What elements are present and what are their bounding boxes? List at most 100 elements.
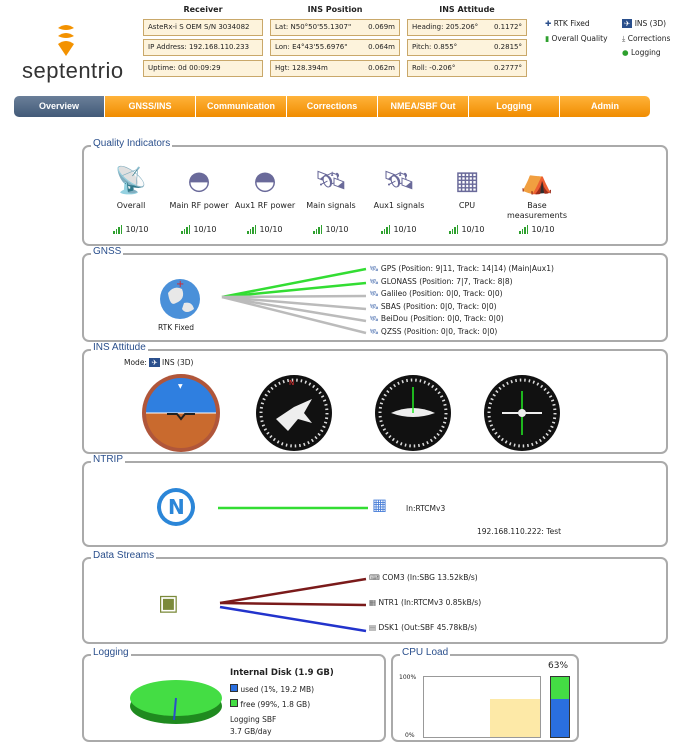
quality-score: 10/10: [232, 225, 298, 234]
disk-free-label: free (99%, 1.8 GB): [240, 700, 311, 709]
cpu-axis-max: 100%: [399, 674, 417, 681]
gnss-status: RTK Fixed: [158, 323, 194, 332]
quality-label: Main RF power: [169, 201, 229, 210]
network-icon: ▦: [372, 495, 388, 514]
cpu-fill: [490, 699, 540, 737]
stream-item[interactable]: ⌨ COM3 (In:SBG 13.52kB/s): [369, 573, 478, 582]
heading-value: Heading: 205.206°: [412, 23, 479, 31]
disk-usage-pie: [130, 680, 222, 724]
septentrio-logo-icon: [58, 25, 74, 56]
svg-text:N: N: [168, 495, 185, 519]
cpu-percent: 63%: [548, 661, 569, 671]
antenna-aux-icon: ◓: [253, 166, 277, 196]
quality-score: 10/10: [298, 225, 364, 234]
quality-score: 10/10: [98, 225, 164, 234]
quality-label: CPU: [458, 201, 476, 210]
quality-label: Base measurements: [507, 201, 567, 220]
log-type: Logging SBF: [230, 715, 277, 724]
cpu-chart: [423, 676, 541, 738]
stream-item[interactable]: ▤ DSK1 (Out:SBF 45.78kB/s): [369, 623, 477, 632]
satellite-icon: 🛰: [369, 326, 379, 336]
constellation-label: Galileo (Position: 0|0, Track: 0|0): [380, 289, 503, 298]
cpu-panel: CPU Load 100% 0% 63%: [391, 647, 579, 742]
stream-item[interactable]: ▦ NTR1 (In:RTCMv3 0.85kB/s): [369, 598, 481, 607]
disk-free: free (99%, 1.8 GB): [230, 699, 310, 709]
constellation-item[interactable]: 🛰 BeiDou (Position: 0|0, Track: 0|0): [369, 314, 504, 323]
roll-value: Roll: -0.206°: [412, 64, 456, 72]
streams-panel: Data Streams ▣ ⌨ COM3 (In:SBG 13.52kB/s)…: [82, 550, 668, 644]
quality-score: 10/10: [366, 225, 432, 234]
tab-gnss-ins[interactable]: GNSS/INS: [105, 96, 196, 117]
signal-bars-icon: [113, 225, 123, 234]
quality-panel: Quality Indicators 📡 Overall 10/10 ◓ Main RF…: [82, 138, 668, 246]
tab-admin[interactable]: Admin: [560, 96, 650, 117]
constellation-label: SBAS (Position: 0|0, Track: 0|0): [380, 301, 497, 311]
tab-nmea-sbf-out[interactable]: NMEA/SBF Out: [378, 96, 469, 117]
satellite-icon: 🛰: [369, 276, 379, 286]
legend-ins-label: INS (3D): [634, 19, 667, 28]
quality-label: Main signals: [306, 201, 356, 210]
quality-label: Aux1 RF power: [234, 201, 296, 210]
svg-text:N: N: [289, 379, 294, 387]
pitch-field: Pitch: 0.855°0.2815°: [407, 39, 527, 56]
globe-icon[interactable]: +: [158, 277, 202, 321]
ntrip-panel: NTRIP N ▦ In:RTCMv3 192.168.110.222: Tes…: [82, 454, 668, 547]
signal-bars-icon: [313, 225, 323, 234]
quality-score-value: 10/10: [193, 225, 217, 234]
ins-title: INS Attitude: [91, 342, 148, 353]
stream-label: DSK1 (Out:SBF 45.78kB/s): [378, 623, 478, 632]
constellation-label: BeiDou (Position: 0|0, Track: 0|0): [380, 314, 504, 323]
brand-name: septentrio: [22, 58, 124, 83]
legend-logging-label: Logging: [630, 48, 661, 57]
quality-score: 10/10: [504, 225, 570, 234]
cpu-axis-min: 0%: [405, 732, 415, 739]
roll-error: 0.2777°: [494, 64, 522, 72]
quality-score-value: 10/10: [531, 225, 555, 234]
receiver-uptime: Uptime: 0d 00:09:29: [143, 60, 263, 77]
ntrip-stream: In:RTCMv3: [406, 504, 446, 513]
ntrip-icon[interactable]: N: [156, 487, 196, 527]
ins-lon: Lon: E4°43'55.6976"0.064m: [270, 39, 400, 56]
logging-icon: ●: [622, 48, 629, 57]
hgt-error: 0.062m: [368, 64, 395, 72]
receiver-board-icon: ▣: [158, 591, 179, 616]
constellation-label: QZSS (Position: 0|0, Track: 0|0): [380, 326, 498, 336]
heading-indicator-icon: N: [256, 375, 332, 451]
satellite-icon: 🛰: [369, 301, 379, 311]
quality-item-1[interactable]: ◓ Main RF power 10/10: [166, 161, 232, 234]
quality-item-2[interactable]: ◓ Aux1 RF power 10/10: [232, 161, 298, 234]
tab-corrections[interactable]: Corrections: [287, 96, 378, 117]
ins-mode-value: INS (3D): [162, 358, 194, 367]
constellation-label: GPS (Position: 9|11, Track: 14|14) (Main…: [380, 264, 554, 273]
constellation-item[interactable]: 🛰 GPS (Position: 9|11, Track: 14|14) (Ma…: [369, 264, 554, 273]
constellation-item[interactable]: 🛰 QZSS (Position: 0|0, Track: 0|0): [369, 327, 497, 336]
gnss-title: GNSS: [91, 246, 124, 257]
cpu-bar: [550, 676, 570, 738]
tab-communication[interactable]: Communication: [196, 96, 287, 117]
satellite-icon: 🛰: [369, 289, 379, 298]
constellation-item[interactable]: 🛰 GLONASS (Position: 7|7, Track: 8|8): [369, 277, 513, 286]
antenna-main-icon: ◓: [187, 166, 211, 196]
satellite-dish-icon: 📡: [114, 166, 148, 196]
roll-field: Roll: -0.206° 0.2777°: [407, 60, 527, 77]
signal-bars-icon: [449, 225, 459, 234]
tab-logging[interactable]: Logging: [469, 96, 560, 117]
quality-label: Overall: [116, 201, 146, 210]
constellation-item[interactable]: 🛰 Galileo (Position: 0|0, Track: 0|0): [369, 289, 503, 298]
quality-item-0[interactable]: 📡 Overall 10/10: [98, 161, 164, 234]
quality-score-value: 10/10: [461, 225, 485, 234]
ins-mode-icon: ✈: [149, 358, 160, 367]
quality-title: Quality Indicators: [91, 138, 173, 149]
ntrip-link: [218, 506, 368, 510]
roll-indicator-icon: [484, 375, 560, 451]
satellite-icon: 🛰: [369, 314, 379, 323]
quality-score: 10/10: [166, 225, 232, 234]
svg-text:+: +: [176, 279, 184, 290]
hgt-value: Hgt: 128.394m: [275, 64, 328, 72]
constellation-item[interactable]: 🛰 SBAS (Position: 0|0, Track: 0|0): [369, 302, 497, 311]
tab-overview[interactable]: Overview: [14, 96, 105, 117]
